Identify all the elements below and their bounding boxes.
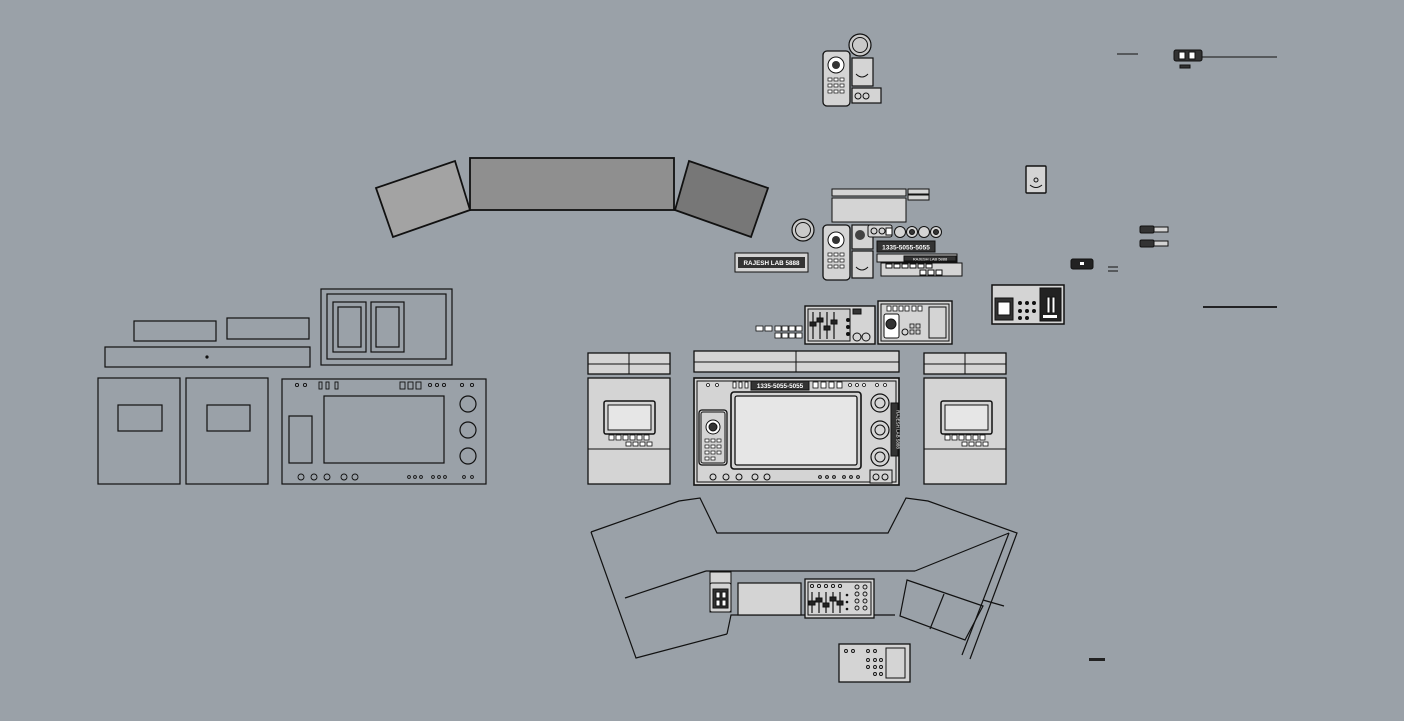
main-console-banner-text: 1335-5055-5055 [757, 383, 804, 390]
desk-outline [590, 497, 1018, 660]
desk-recessed-panel [737, 582, 802, 616]
main-console: 1335-5055-5055 RAJESH LAB 5888 [693, 377, 901, 486]
handheld-radio-mid [791, 218, 874, 281]
fader-mixer-desk [804, 578, 875, 619]
fader-mixer-upper [804, 305, 876, 345]
plate-small-text: RAJESH LAB 5888 [913, 256, 948, 261]
banner-plate-mid: 1335-5055-5055 [876, 240, 936, 253]
rack-unit-mid: RAJESH LAB 5888 [876, 253, 963, 277]
cable-connectors-right [1139, 225, 1169, 248]
label-plate-text: RAJESH LAB 5888 [744, 260, 800, 267]
small-button-unit [1070, 258, 1118, 272]
connector-strip-mid [867, 224, 942, 238]
handheld-radio-top [822, 33, 882, 107]
small-mark-bottom-right [1089, 658, 1105, 661]
panel-group-left-lower [97, 377, 487, 485]
cable-connector-top-right [1117, 49, 1277, 69]
monitor-right [673, 159, 770, 239]
desk-intercom-unit [709, 571, 732, 613]
stacked-unit-shelf [831, 188, 930, 223]
main-console-top-strip [693, 350, 900, 373]
radio-control-head-upper [877, 300, 953, 345]
panel-group-left-upper [104, 288, 453, 368]
side-vertical-text: RAJESH LAB 5888 [896, 410, 901, 449]
side-console-left [587, 352, 671, 485]
label-plate: RAJESH LAB 5888 [734, 252, 809, 273]
monitor-center [469, 157, 675, 211]
side-console-right [923, 352, 1007, 485]
banner-mid-text: 1335-5055-5055 [882, 245, 930, 252]
intercom-wall-unit [1025, 165, 1047, 194]
switch-row-small [755, 325, 803, 339]
control-box-right [991, 284, 1065, 325]
floor-control-box [838, 643, 911, 683]
monitor-left [374, 159, 472, 239]
